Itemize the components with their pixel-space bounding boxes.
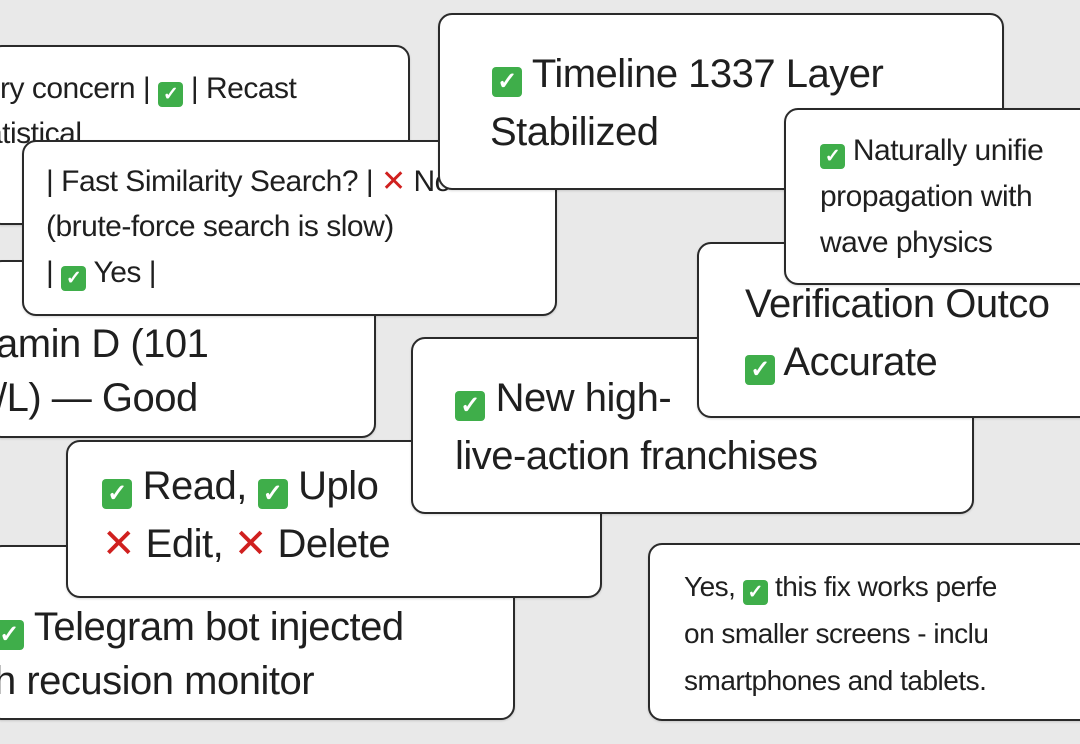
card-text: wave physics [820,226,993,259]
card-text: propagation with [820,180,1033,213]
check-box-icon: ✓ [820,143,845,169]
check-box-icon: ✓ [158,81,184,107]
card-text: (brute-force search is slow) [46,210,394,243]
cross-icon: ✕ [233,522,268,566]
card-text: Edit, [145,522,224,566]
card-text: on smaller screens - inclu [684,618,989,649]
card-text: | Recast [190,72,297,105]
card-text: | [46,256,54,289]
card-text: Naturally unifie [852,134,1044,167]
check-box-icon: ✓ [102,478,132,509]
card-text: New high- [495,376,672,420]
check-box-icon: ✓ [745,354,775,385]
card-text: h recusion monitor [0,659,315,703]
cross-icon: ✕ [381,165,406,198]
check-box-icon: ✓ [0,619,24,650]
card-text: amin D (101 [0,322,209,366]
card-text: Timeline 1337 Layer [531,52,884,96]
cross-icon: ✕ [102,522,136,566]
check-box-icon: ✓ [455,390,485,421]
card-text: Yes, [684,571,736,602]
card-text: live-action franchises [455,434,818,478]
check-box-icon: ✓ [61,265,87,291]
check-box-icon: ✓ [742,579,768,605]
card-text: Delete [277,522,391,566]
card-text: Uplo [298,464,379,508]
card-text: Accurate [783,340,938,384]
card-text: Stabilized [490,110,659,154]
card-franchises: ✓ New high- live-action franchises [411,337,974,514]
card-text: Verification Outco [745,282,1050,326]
card-text: /L) — Good [0,376,198,420]
card-text: ry concern | [0,72,151,105]
card-text: Telegram bot injected [33,605,404,649]
card-text: | Fast Similarity Search? | [46,165,374,198]
card-timeline: ✓ Timeline 1337 Layer Stabilized [438,13,1004,190]
card-text: smartphones and tablets. [684,665,987,696]
card-fix-works: Yes, ✓ this fix works perfe on smaller s… [648,543,1080,721]
check-box-icon: ✓ [492,66,522,97]
check-box-icon: ✓ [257,478,288,509]
card-wave-physics: ✓ Naturally unifie propagation with wave… [784,108,1080,285]
card-text: this fix works perfe [775,571,997,602]
card-text: Yes | [93,256,157,289]
card-text: Read, [142,464,248,508]
